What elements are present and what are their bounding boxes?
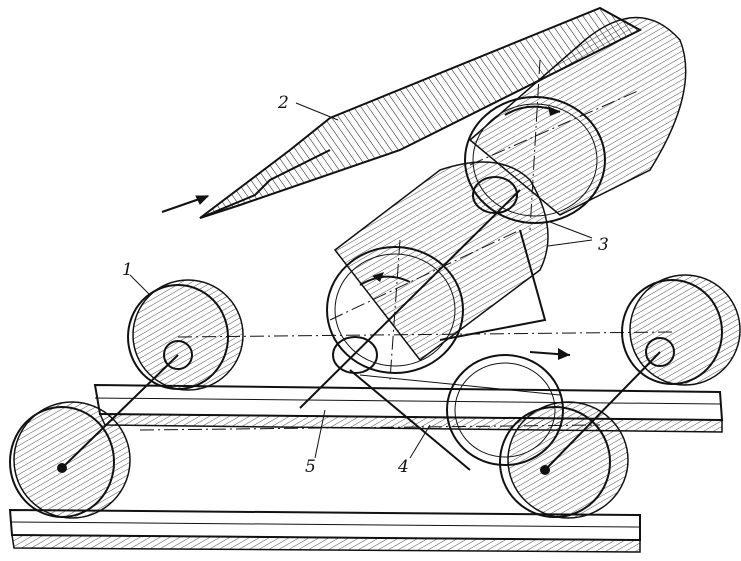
drum-middle xyxy=(299,161,549,409)
pulley-lower xyxy=(446,354,564,466)
feed-arrow xyxy=(161,195,210,213)
label-mechanism: 5 xyxy=(305,457,316,477)
label-drums: 3 xyxy=(598,235,609,255)
rail-back xyxy=(93,383,724,433)
label-strap: 4 xyxy=(397,457,409,477)
strap xyxy=(349,229,571,471)
leaders xyxy=(129,102,593,459)
wheel-back-right xyxy=(621,274,741,386)
wheel-front-right xyxy=(499,401,629,519)
label-belt: 2 xyxy=(277,93,289,113)
axles xyxy=(61,331,673,471)
rail-front xyxy=(8,508,641,553)
belt xyxy=(199,6,643,219)
label-wheel: 1 xyxy=(122,260,133,280)
wheel-back-left xyxy=(127,279,244,391)
